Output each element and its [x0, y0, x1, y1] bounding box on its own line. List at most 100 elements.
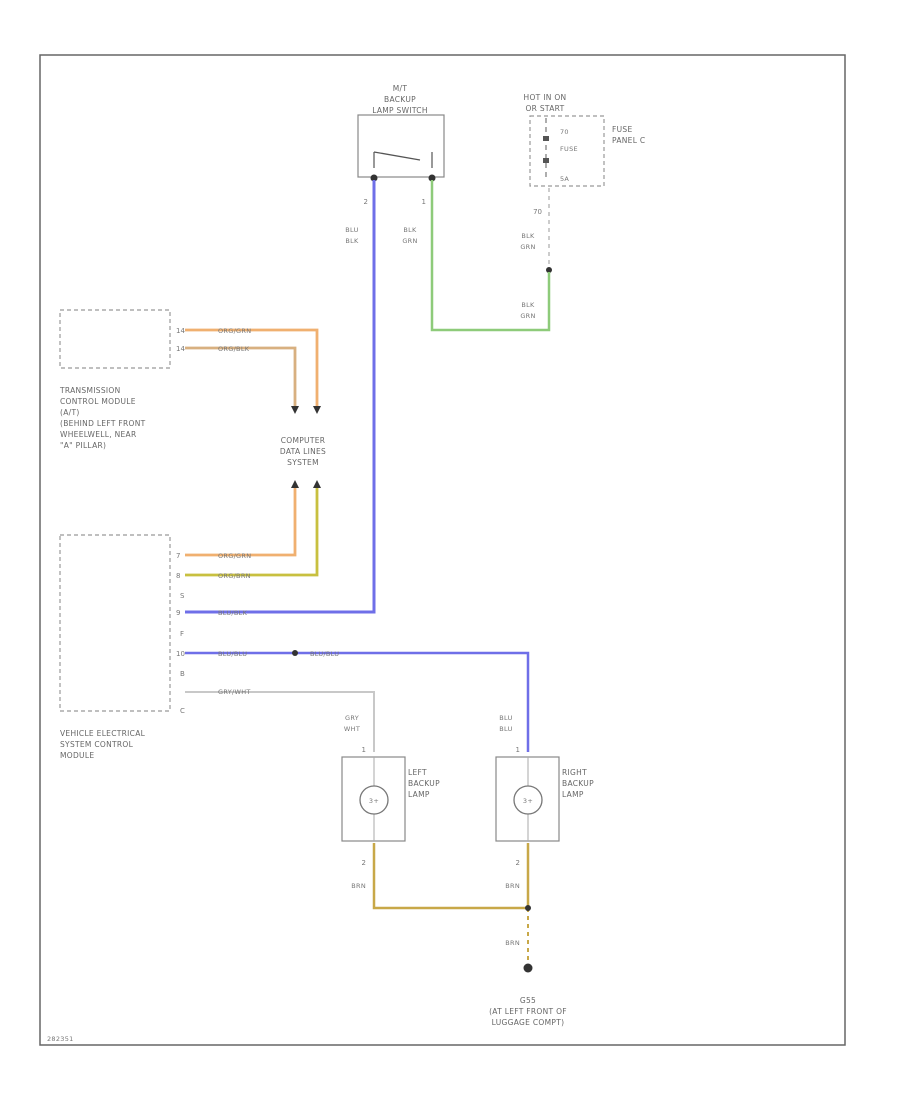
wire-gry-wht	[185, 691, 375, 752]
vescm-label-3: MODULE	[60, 751, 94, 760]
right-lamp-label-1: RIGHT	[562, 768, 587, 777]
lamp-bulb-icon	[513, 785, 543, 815]
data-lines-label-2: DATA LINES	[280, 447, 326, 456]
vescm-pin-7: 7	[176, 552, 180, 560]
switch-pin-2: 2	[364, 198, 368, 206]
left-lamp-pin-1: 1	[362, 746, 366, 754]
switch-box	[357, 114, 445, 178]
vescm-wire-4-color: BLU/BLU	[218, 650, 247, 658]
left-lamp-label-2: BACKUP	[408, 779, 440, 788]
ground-label-3: LUGGAGE COMPT)	[492, 1018, 565, 1027]
fuse-wire-color-1a: BLK	[521, 232, 535, 240]
right-lamp-label-2: BACKUP	[562, 779, 594, 788]
fuse-wire-color-2b: GRN	[520, 312, 535, 320]
fuse-splice-node	[546, 267, 552, 273]
fuse-wire-color-1b: GRN	[520, 243, 535, 251]
tcm-label-6: "A" PILLAR)	[60, 441, 106, 450]
tcm-pin-2: 14	[176, 345, 185, 353]
fuse-panel-label-2: PANEL C	[612, 136, 645, 145]
diagram-frame	[39, 54, 846, 1046]
lamp-bulb-icon	[359, 785, 389, 815]
vehicle-electrical-system-control-module: 7 8 S 9 F 10 B C ORG/GRN ORG/BRN BLU/BLK…	[59, 534, 339, 760]
switch-wire-left-color-2: BLK	[345, 237, 359, 245]
vescm-connector-s: S	[180, 592, 185, 600]
switch-label-1: M/T	[393, 84, 408, 93]
right-lamp-wire-top-1: BLU	[499, 714, 512, 722]
left-lamp-wire-top-1: GRY	[345, 714, 359, 722]
ground-icon	[523, 963, 533, 973]
tcm-label-1: TRANSMISSION	[59, 386, 121, 395]
wire-vescm-org-brn	[185, 484, 319, 577]
arrow-up-icon	[291, 480, 299, 488]
right-backup-lamp: BLU BLU 1 3+ RIGHT BACKUP LAMP 2 BRN	[495, 714, 594, 890]
vescm-wire-3-color: BLU/BLK	[218, 609, 248, 617]
left-lamp-label-1: LEFT	[408, 768, 427, 777]
vescm-label-2: SYSTEM CONTROL	[60, 740, 134, 749]
switch-wire-right-color-2: GRN	[402, 237, 417, 245]
tcm-label-2: CONTROL MODULE	[60, 397, 136, 406]
fuse-amperage: 5A	[560, 175, 569, 183]
wire-brn-left	[372, 843, 528, 910]
right-lamp-pin-2: 2	[516, 859, 520, 867]
tcm-label-5: WHEELWELL, NEAR	[60, 430, 137, 439]
right-lamp-label-3: LAMP	[562, 790, 584, 799]
vescm-pin-10: 10	[176, 650, 185, 658]
vescm-connector-b: B	[180, 670, 185, 678]
computer-data-lines-system: COMPUTER DATA LINES SYSTEM	[280, 436, 326, 467]
backup-lamp-switch: M/T BACKUP LAMP SWITCH 2 1 BLU BLK BLK G…	[345, 84, 445, 245]
switch-wire-left-color-1: BLU	[345, 226, 358, 234]
switch-contact-icon	[373, 151, 421, 161]
right-lamp-wire-top-2: BLU	[499, 725, 512, 733]
switch-pin-1: 1	[422, 198, 426, 206]
tcm-wire-1-color: ORG/GRN	[218, 327, 251, 335]
switch-label-3: LAMP SWITCH	[372, 106, 428, 115]
vescm-splice-node	[292, 650, 298, 656]
fuse-panel-box	[529, 115, 605, 187]
left-lamp-label-3: LAMP	[408, 790, 430, 799]
switch-label-2: BACKUP	[384, 95, 416, 104]
fuse-pin-out: 70	[533, 208, 542, 216]
vescm-connector-c: C	[180, 707, 185, 715]
left-lamp-wire-top-2: WHT	[344, 725, 360, 733]
vescm-wire-1-color: ORG/GRN	[218, 552, 251, 560]
fuse-hot-2: OR START	[525, 104, 564, 113]
vescm-connector-f: F	[180, 630, 184, 638]
arrow-down-icon	[313, 406, 321, 414]
switch-wire-right-color-1: BLK	[403, 226, 417, 234]
left-lamp-pin-2: 2	[362, 859, 366, 867]
footer-code: 282351	[47, 1035, 74, 1043]
left-lamp-symbol: 3+	[369, 797, 379, 805]
vescm-label-1: VEHICLE ELECTRICAL	[60, 729, 146, 738]
fuse-wire-color-2a: BLK	[521, 301, 535, 309]
fuse-hot-1: HOT IN ON	[524, 93, 567, 102]
left-lamp-wire-bottom: BRN	[351, 882, 366, 890]
data-lines-label-3: SYSTEM	[287, 458, 319, 467]
vescm-wire-4b-color: BLU/BLU	[310, 650, 339, 658]
left-backup-lamp: GRY WHT 1 3+ LEFT BACKUP LAMP 2 BRN	[341, 714, 440, 890]
vescm-pin-9: 9	[176, 609, 180, 617]
fuse-name: FUSE	[560, 145, 578, 153]
switch-pin-1-node	[428, 174, 436, 182]
tcm-box	[59, 309, 171, 369]
wire-vescm-org-grn	[185, 484, 297, 557]
ground-wire-color: BRN	[505, 939, 520, 947]
arrow-up-icon	[313, 480, 321, 488]
wire-blk-grn	[430, 180, 551, 332]
arrow-down-icon	[291, 406, 299, 414]
fuse-number: 70	[560, 128, 569, 136]
fuse-panel-label-1: FUSE	[612, 125, 633, 134]
vescm-wire-5-color: GRY/WHT	[218, 688, 251, 696]
wire-blu-right-lamp	[185, 651, 530, 752]
right-lamp-wire-bottom: BRN	[505, 882, 520, 890]
wire-tcm-org-grn	[185, 328, 319, 408]
wire-blu-blk	[185, 180, 376, 614]
data-lines-label-1: COMPUTER	[281, 436, 326, 445]
transmission-control-module: 14 14 ORG/GRN ORG/BLK TRANSMISSION CONTR…	[59, 309, 251, 450]
ground-g55: BRN G55 (AT LEFT FRONT OF LUGGAGE COMPT)	[489, 905, 567, 1027]
wire-tcm-org-blk	[185, 346, 297, 408]
right-lamp-symbol: 3+	[523, 797, 533, 805]
vescm-box	[59, 534, 171, 712]
ground-splice-node	[525, 905, 531, 911]
tcm-label-3: (A/T)	[60, 408, 80, 417]
